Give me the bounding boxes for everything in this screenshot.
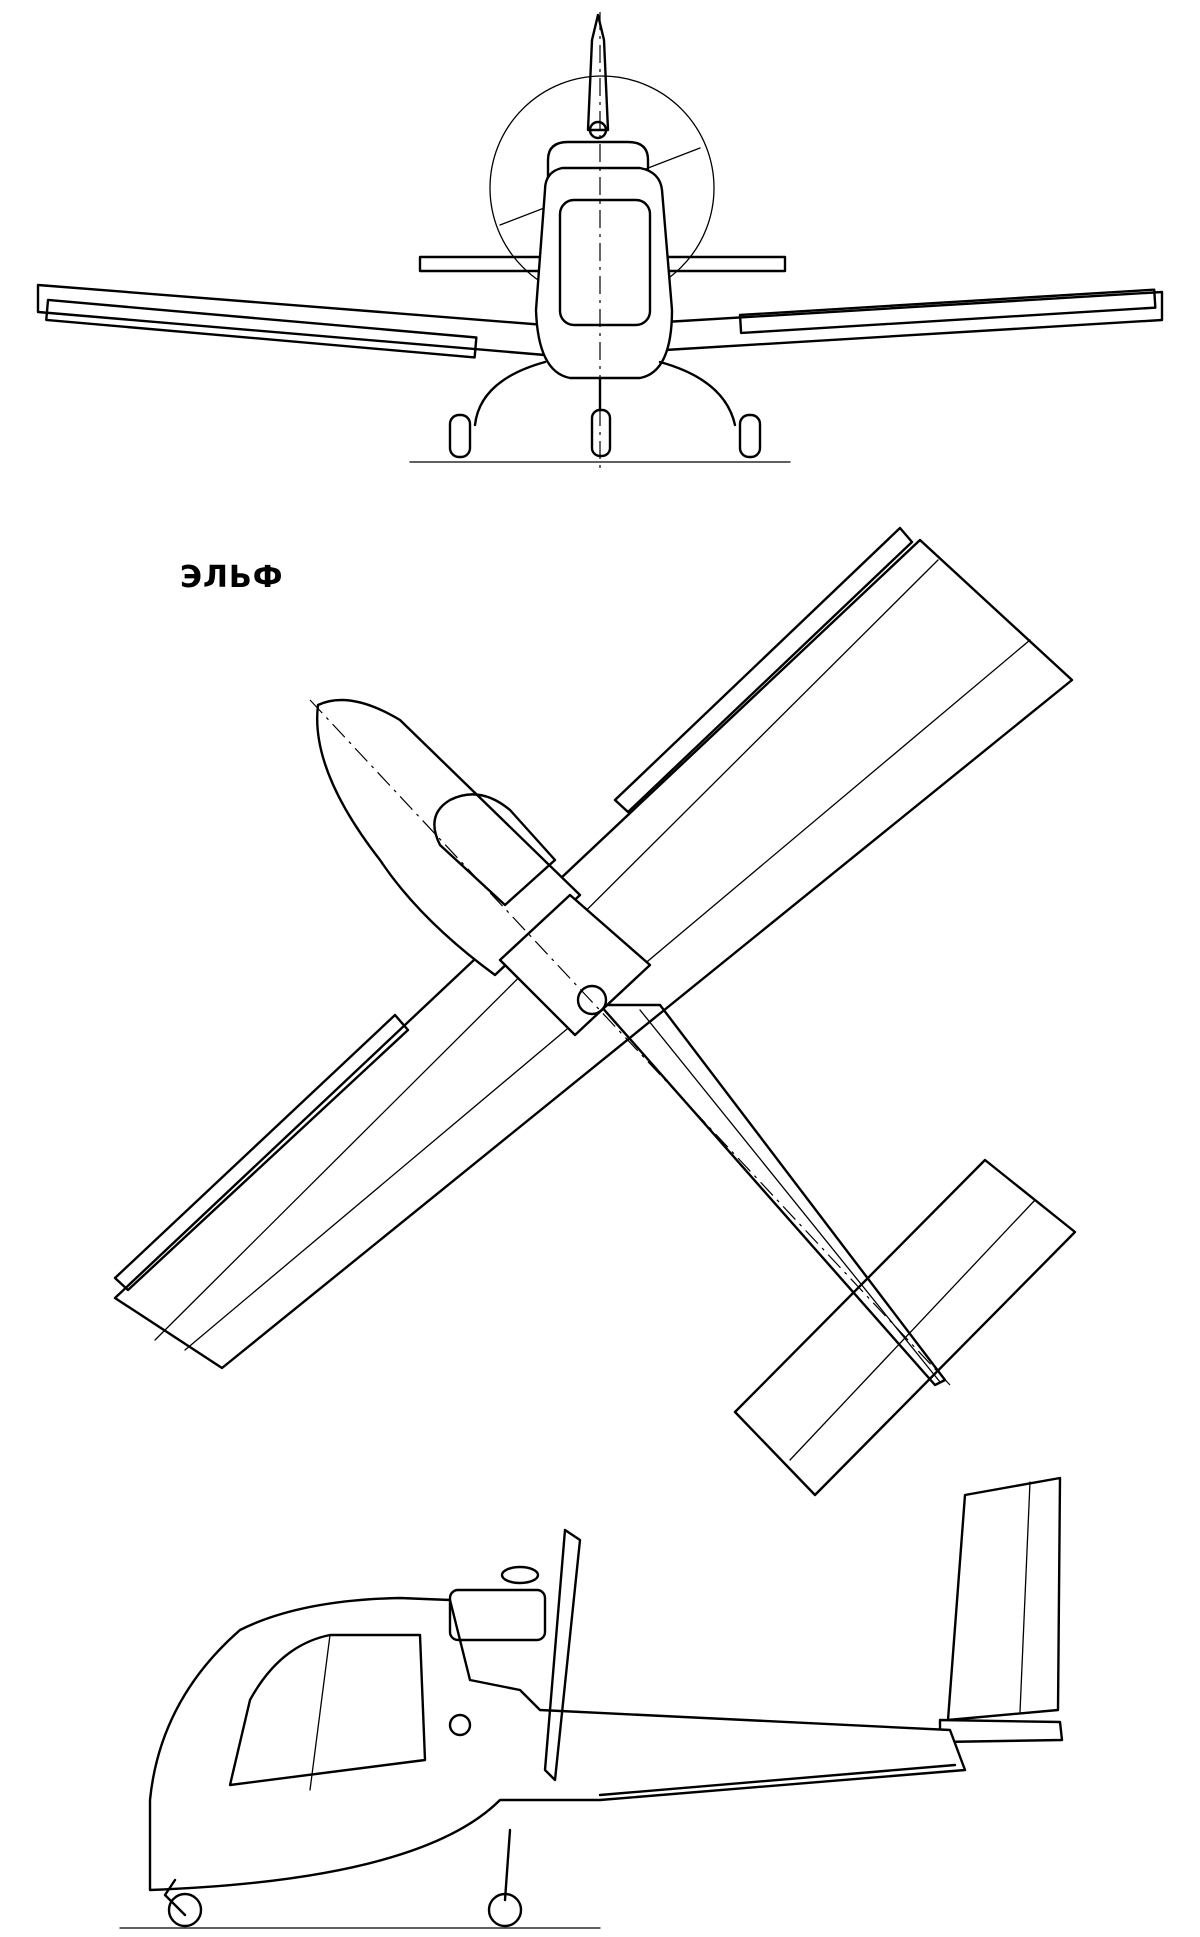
tail-left xyxy=(418,255,542,273)
front-wing-left xyxy=(36,283,547,357)
boom-line xyxy=(639,1009,941,1383)
top-aileron-right xyxy=(613,526,914,814)
top-aileron-left xyxy=(113,1013,410,1292)
side-main-wheel xyxy=(487,1892,523,1928)
side-view xyxy=(119,1476,1064,1929)
top-fuselage-nose xyxy=(316,698,582,977)
main-gear xyxy=(503,1828,512,1902)
side-fuselage xyxy=(148,1596,967,1892)
front-fin xyxy=(586,13,610,132)
side-spinner-top xyxy=(500,1565,540,1585)
gear-strut-right xyxy=(658,360,737,427)
top-canopy xyxy=(433,793,557,907)
engine-mount xyxy=(546,140,650,184)
side-porthole xyxy=(448,1713,472,1737)
top-wing-center xyxy=(498,893,652,1037)
side-fin xyxy=(946,1476,1062,1722)
top-view xyxy=(113,526,1077,1497)
front-windshield xyxy=(558,198,652,327)
elevator-line xyxy=(789,1199,1036,1461)
side-nose-wheel xyxy=(167,1892,203,1928)
side-canopy xyxy=(228,1633,427,1787)
canopy-frame xyxy=(309,1634,331,1791)
top-wing xyxy=(113,538,1074,1370)
top-engine-hub xyxy=(576,984,608,1016)
gear-strut-left xyxy=(473,360,547,427)
front-view xyxy=(36,12,1164,470)
aileron-right xyxy=(738,288,1157,335)
wheel-nose xyxy=(590,408,612,458)
wheel-right xyxy=(738,413,762,459)
side-boom xyxy=(598,1763,957,1797)
side-propeller xyxy=(543,1528,582,1782)
rudder-line xyxy=(1019,1481,1031,1713)
nose-gear xyxy=(163,1878,187,1917)
top-stabilizer xyxy=(733,1158,1077,1497)
wheel-left xyxy=(448,413,472,459)
top-centerline xyxy=(309,699,951,1386)
side-engine xyxy=(448,1588,547,1642)
side-stabilizer xyxy=(938,1718,1064,1744)
aileron-left xyxy=(45,298,478,359)
aircraft-title: ЭЛЬФ xyxy=(180,560,284,595)
fin-hub xyxy=(588,120,608,140)
